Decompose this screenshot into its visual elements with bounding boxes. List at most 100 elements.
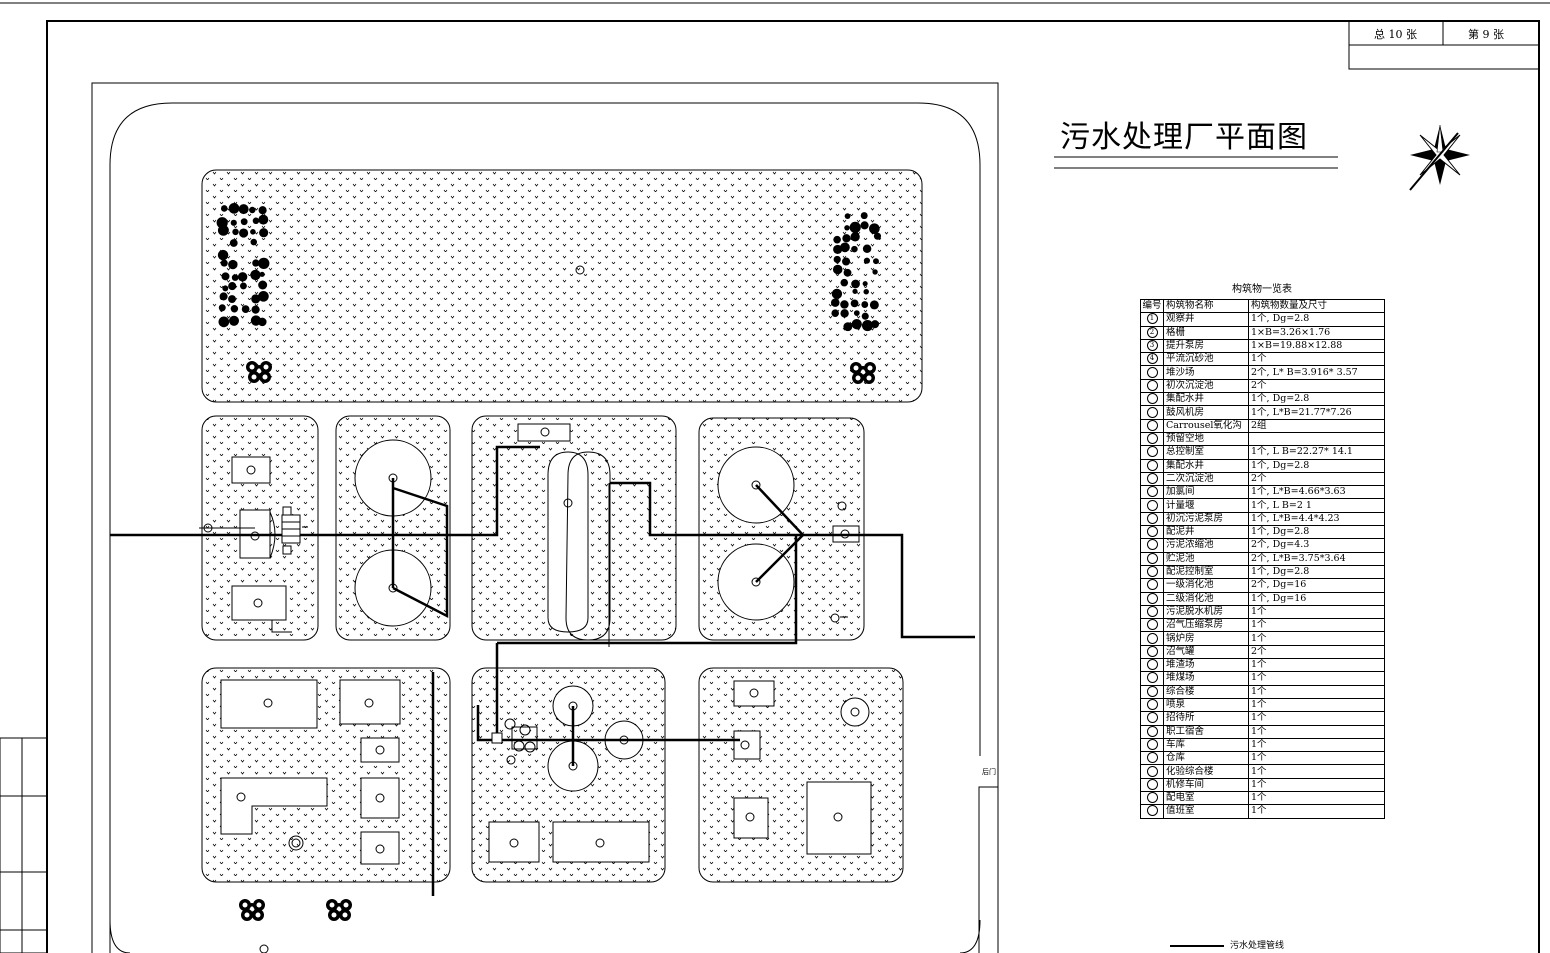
row-number xyxy=(1140,458,1164,473)
row-number-circle: 2 xyxy=(1146,327,1158,338)
row-number xyxy=(1140,684,1164,699)
row-name: 初沉污泥泵房 xyxy=(1163,511,1249,527)
header-name: 构筑物名称 xyxy=(1163,298,1249,314)
row-number xyxy=(1140,498,1164,513)
row-number xyxy=(1140,445,1164,460)
row-name: 污泥脱水机房 xyxy=(1163,604,1249,620)
row-number xyxy=(1140,751,1164,766)
row-name: 总控制室 xyxy=(1163,445,1249,460)
row-name: 仓库 xyxy=(1163,751,1249,766)
back-gate-label: 后门 xyxy=(982,768,996,776)
row-name: 锅炉房 xyxy=(1163,631,1249,646)
legend-label: 污水处理管线 xyxy=(1230,941,1285,951)
row-number: 4 xyxy=(1140,352,1164,367)
row-spec xyxy=(1248,431,1385,447)
row-spec: 2个, L* B=3.916* 3.57 xyxy=(1248,365,1385,380)
row-name: 喷泉 xyxy=(1163,697,1249,713)
row-number xyxy=(1140,764,1164,779)
row-number xyxy=(1140,631,1164,646)
row-spec: 2个, Dg=4.3 xyxy=(1248,538,1385,553)
row-number-circle: 4 xyxy=(1146,353,1158,365)
row-number xyxy=(1140,591,1164,606)
row-number-circle xyxy=(1146,699,1158,711)
row-spec: 1个 xyxy=(1248,751,1385,766)
row-spec: 1个 xyxy=(1248,790,1385,806)
row-name: Carrousel氧化沟 xyxy=(1163,418,1249,433)
site-boundary xyxy=(91,82,999,953)
row-number: 3 xyxy=(1140,338,1164,354)
row-spec: 1个 xyxy=(1248,671,1385,686)
row-name: 配电室 xyxy=(1163,790,1249,806)
row-number xyxy=(1140,564,1164,580)
row-spec: 1个 xyxy=(1248,737,1385,753)
row-number xyxy=(1140,724,1164,739)
row-number-circle xyxy=(1146,792,1158,804)
row-spec: 1个 xyxy=(1248,804,1385,819)
row-number xyxy=(1140,737,1164,753)
pipeline-legend-line xyxy=(1170,944,1224,947)
row-number xyxy=(1140,790,1164,806)
row-spec: 1个, L B=2 1 xyxy=(1248,498,1385,513)
row-name: 综合楼 xyxy=(1163,684,1249,699)
tree-clusters xyxy=(216,203,882,921)
row-number xyxy=(1140,418,1164,433)
row-name: 预留空地 xyxy=(1163,431,1249,447)
row-spec: 1个 xyxy=(1248,764,1385,779)
row-number xyxy=(1140,365,1164,380)
row-name: 值班室 xyxy=(1163,804,1249,819)
row-number xyxy=(1140,777,1164,792)
row-number-circle xyxy=(1146,553,1158,564)
row-name: 二级消化池 xyxy=(1163,591,1249,606)
sheet-total: 总 10 张 xyxy=(1374,28,1417,41)
row-number-circle xyxy=(1146,420,1158,431)
row-name: 鼓风机房 xyxy=(1163,405,1249,420)
row-number-circle xyxy=(1146,566,1158,578)
legend: 污水处理管线 xyxy=(1170,938,1284,951)
row-name: 机修车间 xyxy=(1163,777,1249,792)
structure-markers xyxy=(203,265,860,953)
row-number-circle xyxy=(1146,433,1158,445)
row-number xyxy=(1140,525,1164,540)
row-name: 格栅 xyxy=(1163,325,1249,340)
row-spec: 1个 xyxy=(1248,684,1385,699)
row-number-circle: 3 xyxy=(1146,340,1158,352)
row-number-circle xyxy=(1146,526,1158,538)
header-spec: 构筑物数量及尺寸 xyxy=(1248,298,1385,314)
row-number-circle xyxy=(1146,446,1158,458)
row-number xyxy=(1140,538,1164,553)
row-name: 堆渣场 xyxy=(1163,658,1249,673)
row-name: 化验综合楼 xyxy=(1163,764,1249,779)
row-name: 堆煤场 xyxy=(1163,671,1249,686)
row-number-circle xyxy=(1146,539,1158,551)
row-spec: 1个 xyxy=(1248,352,1385,367)
row-name: 集配水井 xyxy=(1163,392,1249,407)
row-number-circle xyxy=(1146,367,1158,378)
row-number xyxy=(1140,378,1164,394)
row-name: 初次沉淀池 xyxy=(1163,378,1249,394)
row-spec: 1×B=3.26×1.76 xyxy=(1248,325,1385,340)
row-name: 计量堰 xyxy=(1163,498,1249,513)
row-number xyxy=(1140,511,1164,527)
row-number xyxy=(1140,658,1164,673)
row-number xyxy=(1140,392,1164,407)
screen-detail xyxy=(269,506,301,559)
row-name: 二次沉淀池 xyxy=(1163,471,1249,487)
row-spec: 1个, Dg=16 xyxy=(1248,591,1385,606)
row-number-circle xyxy=(1146,460,1158,471)
row-number xyxy=(1140,644,1164,660)
